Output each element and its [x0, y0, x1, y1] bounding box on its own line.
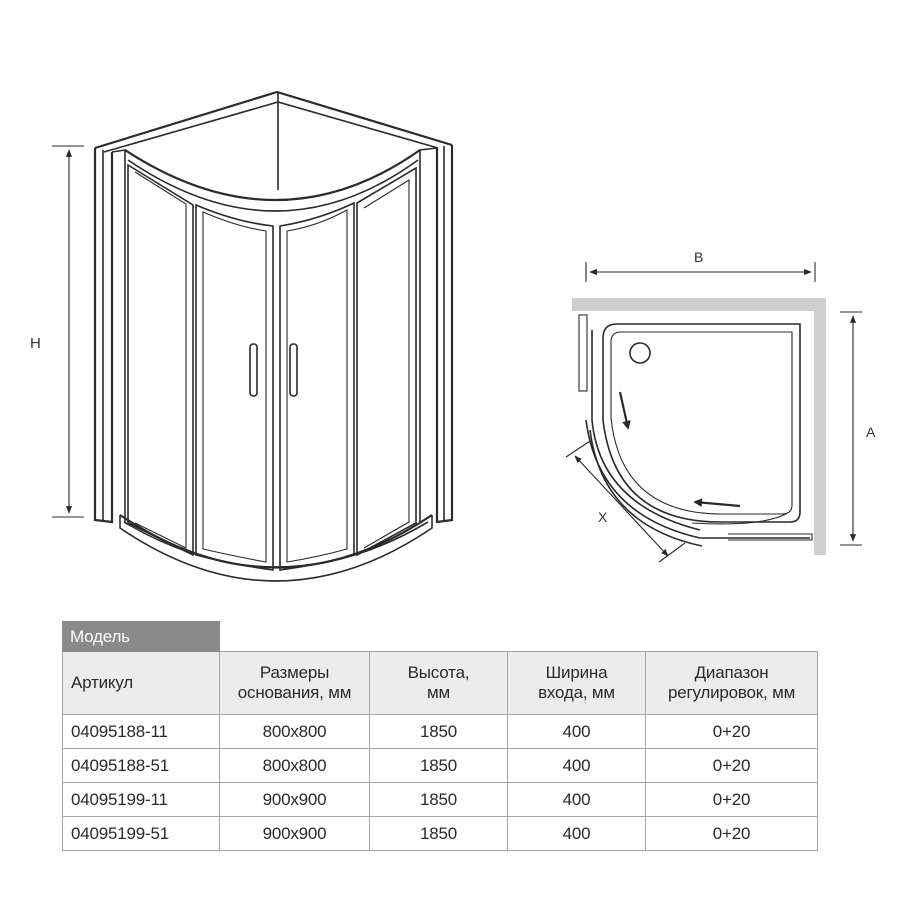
shower-cabin-perspective-drawing: H: [30, 90, 454, 582]
right-wall-profile: [419, 145, 454, 524]
cell-article: 04095188-11: [62, 714, 220, 749]
cell-base: 800x800: [219, 748, 370, 783]
cell-entry: 400: [507, 748, 646, 783]
cell-base: 900x900: [219, 816, 370, 851]
entry-dimension: X: [565, 440, 686, 563]
cabin-top-frame: [94, 90, 453, 212]
right-fixed-panel: [356, 166, 417, 557]
sliding-direction-arrows: [618, 391, 741, 508]
cell-article: 04095199-11: [62, 782, 220, 817]
right-door-handle: [289, 343, 298, 397]
cell-range: 0+20: [645, 816, 818, 851]
specification-table: Модель Артикул Размеры основания, мм Выс…: [62, 621, 818, 851]
cell-article: 04095188-51: [62, 748, 220, 783]
cell-entry: 400: [507, 714, 646, 749]
depth-dimension: A: [840, 311, 876, 546]
height-dimension: H: [30, 145, 84, 518]
width-label: B: [694, 249, 703, 265]
left-fixed-panel: [127, 163, 194, 557]
entry-label: X: [598, 509, 608, 525]
header-base-size: Размеры основания, мм: [219, 651, 370, 715]
cell-base: 900x900: [219, 782, 370, 817]
cell-article: 04095199-51: [62, 816, 220, 851]
left-door-handle: [249, 343, 258, 397]
header-height: Высота, мм: [369, 651, 508, 715]
cell-height: 1850: [369, 816, 508, 851]
shower-tray: [119, 514, 433, 582]
table-row: 04095188-11 800x800 1850 400 0+20: [62, 714, 818, 749]
table-row: 04095199-51 900x900 1850 400 0+20: [62, 816, 818, 851]
header-article: Артикул: [62, 651, 220, 715]
glass-profiles-plan: [578, 314, 813, 547]
cell-base: 800x800: [219, 714, 370, 749]
header-entry-width: Ширина входа, мм: [507, 651, 646, 715]
depth-label: A: [866, 424, 876, 440]
cell-height: 1850: [369, 748, 508, 783]
width-dimension: B: [585, 249, 816, 282]
header-adjust-range: Диапазон регулировок, мм: [645, 651, 818, 715]
cell-entry: 400: [507, 816, 646, 851]
left-sliding-door: [195, 203, 274, 571]
left-wall-profile: [93, 148, 126, 524]
table-title-row: Модель: [62, 621, 818, 652]
height-label: H: [30, 335, 41, 352]
drain-icon: [629, 342, 651, 364]
cell-range: 0+20: [645, 782, 818, 817]
bathroom-walls: [572, 298, 826, 555]
table-header-row: Артикул Размеры основания, мм Высота, мм…: [62, 651, 818, 715]
table-row: 04095188-51 800x800 1850 400 0+20: [62, 748, 818, 783]
cell-entry: 400: [507, 782, 646, 817]
cell-range: 0+20: [645, 748, 818, 783]
cell-height: 1850: [369, 782, 508, 817]
table-title: Модель: [62, 621, 220, 652]
right-sliding-door: [279, 201, 355, 571]
cell-range: 0+20: [645, 714, 818, 749]
plan-view-drawing: B A X: [565, 249, 876, 563]
cell-height: 1850: [369, 714, 508, 749]
table-row: 04095199-11 900x900 1850 400 0+20: [62, 782, 818, 817]
tray-outline-plan: [602, 323, 801, 523]
